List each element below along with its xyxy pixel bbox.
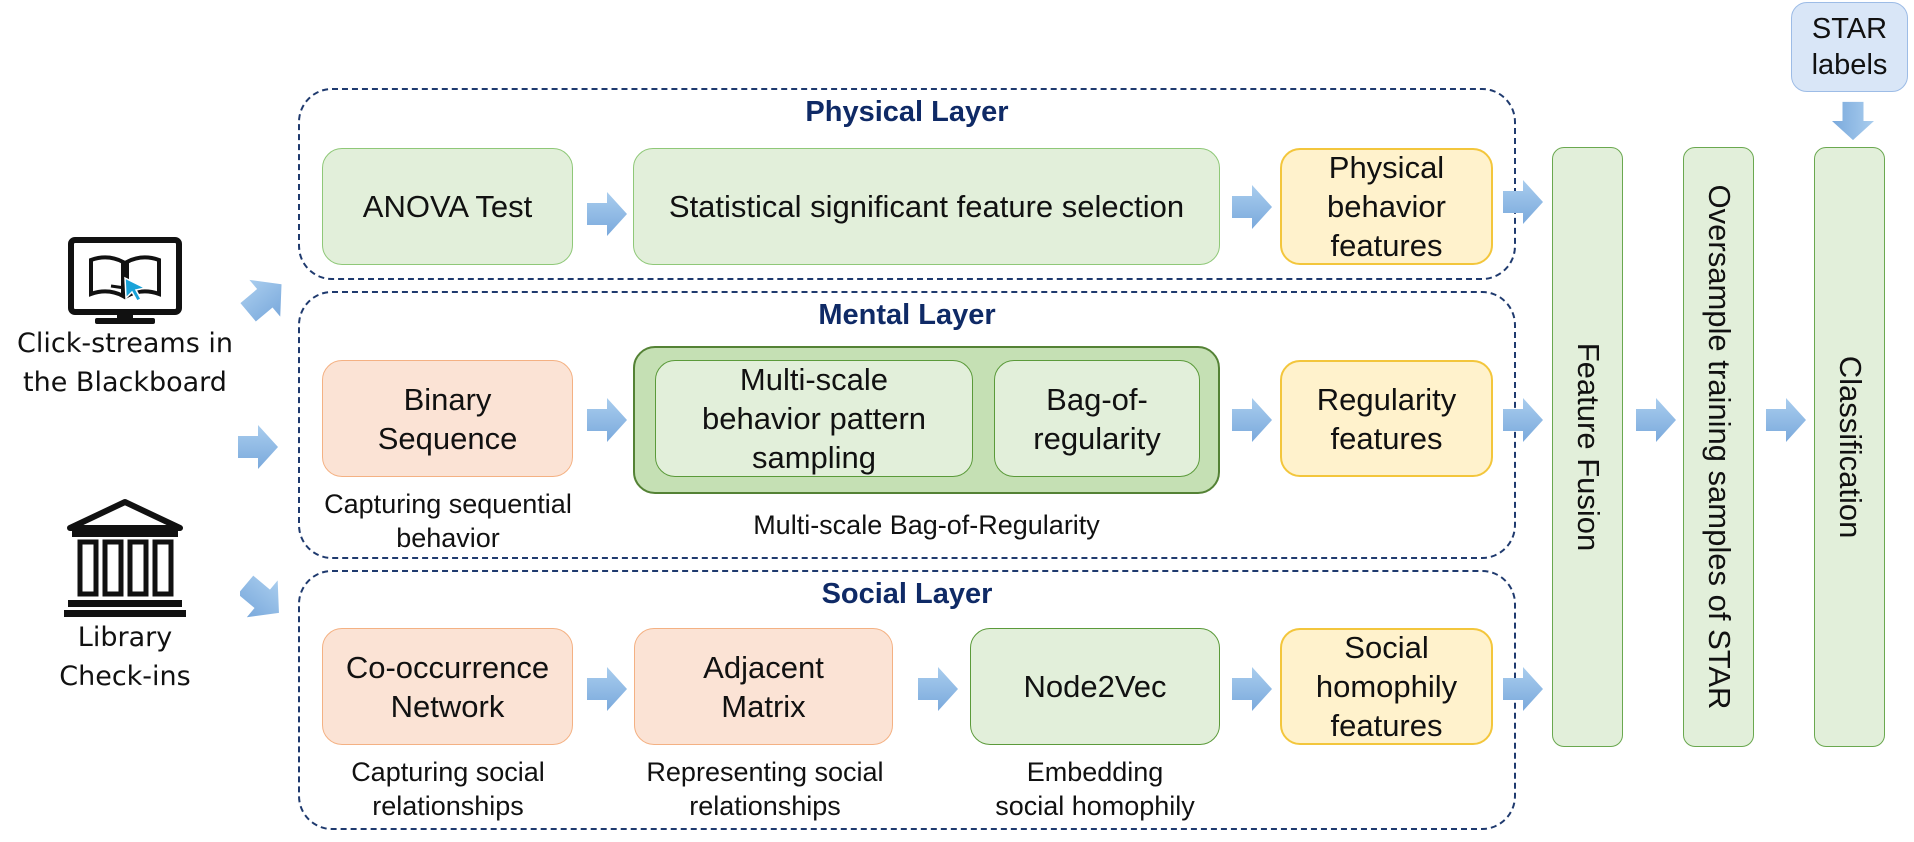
- arrow-binary-to-bag: [587, 398, 627, 442]
- arrow-cooccur-to-adjacent: [587, 667, 627, 711]
- bag-line2: regularity: [1033, 420, 1161, 456]
- binary-sequence-line1: Binary: [403, 381, 492, 417]
- cooccurrence-line1: Co-occurrence: [345, 649, 550, 685]
- source-arrow-up: [240, 274, 284, 322]
- adjacent-line2: Matrix: [721, 688, 806, 724]
- source-arrow-down: [240, 572, 284, 620]
- node2vec-caption: Embedding social homophily: [955, 755, 1235, 823]
- node2vec-caption-line2: social homophily: [995, 791, 1195, 821]
- node2vec-caption-line1: Embedding: [1026, 757, 1164, 787]
- bag-of-regularity-box: Bag-of- regularity: [994, 360, 1200, 477]
- library-label-line2: Check-ins: [59, 661, 191, 692]
- library-label-line1: Library: [77, 622, 173, 653]
- star-labels-box: STAR labels: [1791, 2, 1908, 92]
- adjacent-matrix-box: Adjacent Matrix: [634, 628, 893, 745]
- clickstream-label-line1: Click-streams in: [17, 328, 233, 359]
- bag-line1: Bag-of-: [1046, 381, 1148, 417]
- multiscale-line1: Multi-scale: [739, 362, 889, 397]
- classification-label: Classification: [1832, 355, 1868, 539]
- social-layer-title: Social Layer: [821, 578, 993, 610]
- library-source: Library Check-ins: [10, 492, 240, 692]
- regularity-features-line1: Regularity: [1316, 381, 1457, 417]
- arrow-physical-to-fusion: [1503, 180, 1543, 224]
- cooccurrence-line2: Network: [390, 688, 505, 724]
- arrow-star-to-classification: [1830, 98, 1874, 140]
- adjacent-caption-line1: Representing social: [646, 757, 884, 787]
- social-features-line2: homophily: [1315, 669, 1458, 704]
- multiscale-bag-caption: Multi-scale Bag-of-Regularity: [753, 510, 1100, 540]
- adjacent-caption: Representing social relationships: [610, 755, 920, 823]
- multiscale-sampling-box: Multi-scale behavior pattern sampling: [655, 360, 973, 477]
- social-features-line3: features: [1330, 708, 1443, 743]
- library-building-icon: [64, 499, 186, 617]
- mental-layer: Mental Layer: [298, 291, 1516, 559]
- feature-selection-box: Statistical significant feature selectio…: [633, 148, 1220, 265]
- adjacent-line1: Adjacent: [703, 649, 824, 685]
- cooccur-caption-line2: relationships: [372, 791, 524, 821]
- physical-features-line2: behavior: [1327, 189, 1446, 224]
- arrow-oversample-to-classification: [1766, 398, 1806, 442]
- binary-sequence-box: Binary Sequence: [322, 360, 573, 477]
- social-features-line1: Social: [1344, 630, 1429, 665]
- physical-features-box: Physical behavior features: [1280, 148, 1493, 265]
- arrow-fusion-to-oversample: [1636, 398, 1676, 442]
- monitor-book-icon: [68, 237, 182, 324]
- arrow-social-to-fusion: [1503, 667, 1543, 711]
- oversample-bar: Oversample training samples of STAR: [1683, 147, 1754, 747]
- regularity-features-box: Regularity features: [1280, 360, 1493, 477]
- cooccur-caption-line1: Capturing social: [351, 757, 545, 787]
- physical-features-line3: features: [1330, 228, 1443, 263]
- clickstream-label-line2: the Blackboard: [23, 367, 227, 398]
- multiscale-line2: behavior pattern: [701, 401, 927, 436]
- arrow-selection-to-physical: [1232, 185, 1272, 229]
- mental-layer-title: Mental Layer: [818, 299, 996, 331]
- anova-test-box: ANOVA Test: [322, 148, 573, 265]
- physical-features-line1: Physical: [1328, 150, 1445, 185]
- oversample-label: Oversample training samples of STAR: [1701, 184, 1737, 710]
- binary-sequence-caption: Capturing sequential behavior: [298, 487, 598, 555]
- adjacent-caption-line2: relationships: [689, 791, 841, 821]
- star-labels-line2: labels: [1811, 49, 1888, 81]
- star-labels-line1: STAR: [1811, 13, 1888, 45]
- arrow-node2vec-to-social: [1232, 667, 1272, 711]
- binary-caption-line2: behavior: [396, 523, 500, 553]
- binary-caption-line1: Capturing sequential: [324, 489, 572, 519]
- arrow-adjacent-to-node2vec: [918, 667, 958, 711]
- source-arrow-mid: [238, 425, 278, 469]
- multiscale-line3: sampling: [751, 440, 877, 475]
- physical-layer-title: Physical Layer: [805, 96, 1009, 128]
- node2vec-box: Node2Vec: [970, 628, 1220, 745]
- physical-layer: Physical Layer: [298, 88, 1516, 280]
- feature-fusion-bar: Feature Fusion: [1552, 147, 1623, 747]
- feature-fusion-label: Feature Fusion: [1570, 342, 1606, 552]
- regularity-features-line2: features: [1330, 420, 1443, 456]
- arrow-anova-to-selection: [587, 192, 627, 236]
- arrow-bag-to-regularity: [1232, 398, 1272, 442]
- classification-bar: Classification: [1814, 147, 1885, 747]
- arrow-regularity-to-fusion: [1503, 398, 1543, 442]
- cooccurrence-caption: Capturing social relationships: [298, 755, 598, 823]
- social-features-box: Social homophily features: [1280, 628, 1493, 745]
- cooccurrence-network-box: Co-occurrence Network: [322, 628, 573, 745]
- binary-sequence-line2: Sequence: [377, 420, 518, 456]
- clickstream-source: Click-streams in the Blackboard: [10, 230, 240, 410]
